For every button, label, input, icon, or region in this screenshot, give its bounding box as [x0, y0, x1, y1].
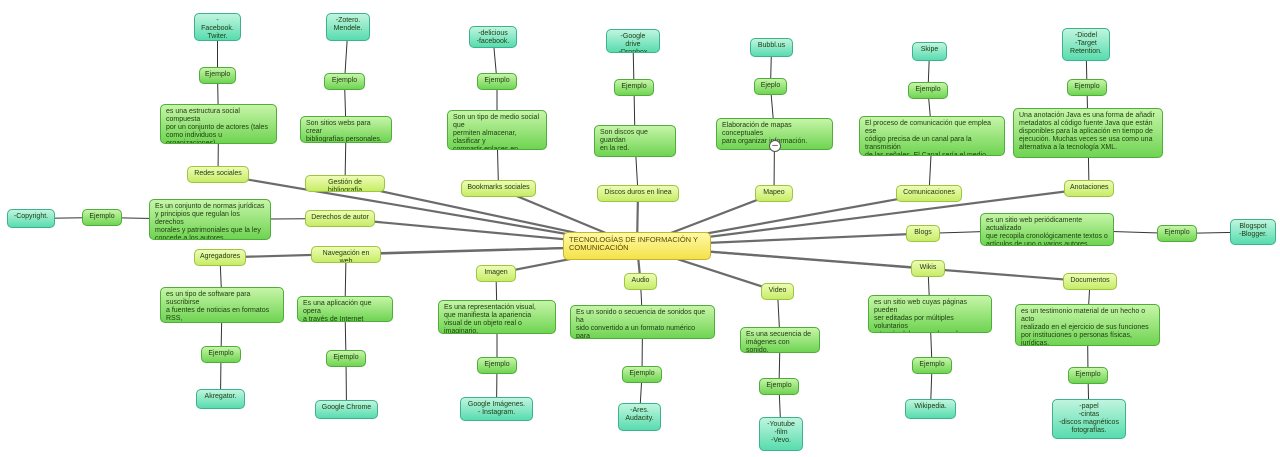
navegacion-ejemplo[interactable]: Ejemplo — [326, 350, 366, 367]
collapse-toggle-icon[interactable]: – — [769, 140, 781, 152]
imagen-ejemplo[interactable]: Ejemplo — [477, 357, 517, 374]
documentos-leaf[interactable]: -papel -cintas -discos magnéticos fotogr… — [1052, 399, 1126, 439]
anotaciones-leaf[interactable]: -Diodel -Target Retention. — [1062, 28, 1110, 61]
topic-video[interactable]: Video — [761, 283, 794, 300]
gestion-leaf[interactable]: -Zotero. Mendele. — [326, 13, 370, 41]
topic-agregadores[interactable]: Agregadores — [194, 249, 246, 266]
agregadores-leaf[interactable]: Akregator. — [196, 389, 245, 409]
navegacion-definition[interactable]: Es una aplicación que opera a través de … — [297, 296, 393, 322]
wikis-leaf[interactable]: Wikipedia. — [905, 399, 956, 419]
imagen-definition[interactable]: Es una representación visual, que manifi… — [438, 300, 556, 334]
audio-ejemplo[interactable]: Ejemplo — [622, 366, 662, 383]
topic-comunicaciones[interactable]: Comunicaciones — [896, 185, 962, 202]
comunicaciones-leaf[interactable]: Skipe — [912, 42, 947, 61]
video-definition[interactable]: Es una secuencia de imágenes con sonido. — [740, 327, 820, 353]
topic-discos-duros[interactable]: Discos duros en línea — [597, 185, 679, 202]
mapeo-leaf[interactable]: Bubbl.us — [750, 38, 793, 57]
discos-ejemplo[interactable]: Ejemplo — [614, 79, 654, 96]
topic-redes-sociales[interactable]: Redes sociales — [187, 166, 249, 183]
redes-sociales-leaf[interactable]: -Facebook. Twiter. — [194, 13, 241, 41]
link-central-documentos — [636, 244, 1091, 283]
topic-mapeo[interactable]: Mapeo — [755, 185, 793, 202]
bookmarks-leaf[interactable]: -delicious -facebook. — [469, 26, 517, 48]
discos-leaf[interactable]: -Google drive -Dropbox — [606, 29, 660, 53]
mapeo-definition[interactable]: Elaboración de mapas conceptuales para o… — [716, 118, 833, 150]
mapeo-ejemplo[interactable]: Ejeplo — [754, 78, 787, 95]
topic-imagen[interactable]: Imagen — [476, 265, 516, 282]
topic-navegacion-web[interactable]: Navegación en web — [311, 246, 381, 263]
redes-sociales-definition[interactable]: es una estructura social compuesta por u… — [160, 104, 277, 144]
derechos-leaf[interactable]: -Copyright. — [7, 209, 55, 228]
bookmarks-ejemplo[interactable]: Ejemplo — [477, 73, 517, 90]
agregadores-ejemplo[interactable]: Ejemplo — [201, 346, 241, 363]
gestion-definition[interactable]: Son sitios webs para crear bibliografías… — [300, 116, 392, 143]
navegacion-leaf[interactable]: Google Chrome — [315, 400, 378, 419]
anotaciones-definition[interactable]: Una anotación Java es una forma de añadi… — [1013, 108, 1163, 158]
topic-gestion-bibliografia[interactable]: Gestión de bibliografía — [305, 175, 385, 192]
anotaciones-ejemplo[interactable]: Ejemplo — [1067, 79, 1107, 96]
audio-definition[interactable]: Es un sonido o secuencia de sonidos que … — [570, 305, 715, 339]
topic-documentos[interactable]: Documentos — [1063, 273, 1117, 290]
link-central-anotaciones — [636, 187, 1090, 248]
blogs-ejemplo[interactable]: Ejemplo — [1157, 225, 1197, 242]
topic-anotaciones[interactable]: Anotaciones — [1064, 180, 1114, 197]
bookmarks-definition[interactable]: Son un tipo de medio social que permiten… — [447, 110, 547, 150]
comunicaciones-ejemplo[interactable]: Ejemplo — [908, 82, 948, 99]
derechos-ejemplo[interactable]: Ejemplo — [82, 209, 122, 226]
topic-derechos-autor[interactable]: Derechos de autor — [305, 210, 375, 227]
wikis-definition[interactable]: es un sitio web cuyas páginas pueden ser… — [868, 295, 992, 333]
video-ejemplo[interactable]: Ejemplo — [759, 378, 799, 395]
blogs-leaf[interactable]: Blogspot -Blogger. — [1230, 219, 1276, 245]
topic-bookmarks-sociales[interactable]: Bookmarks sociales — [461, 180, 536, 197]
documentos-ejemplo[interactable]: Ejemplo — [1068, 367, 1108, 384]
redes-sociales-ejemplo[interactable]: Ejemplo — [199, 67, 236, 84]
wikis-ejemplo[interactable]: Ejemplo — [912, 357, 952, 374]
central-topic[interactable]: TECNOLOGÍAS DE INFORMACIÓN Y COMUNICACIÓ… — [563, 232, 711, 260]
audio-leaf[interactable]: -Ares. Audacity. — [618, 403, 661, 431]
topic-blogs[interactable]: Blogs — [906, 225, 940, 242]
discos-definition[interactable]: Son discos que guardan en la red. — [594, 125, 676, 157]
documentos-definition[interactable]: es un testimonio material de un hecho o … — [1015, 304, 1160, 346]
comunicaciones-definition[interactable]: El proceso de comunicación que emplea es… — [859, 116, 1005, 156]
topic-audio[interactable]: Audio — [624, 273, 657, 290]
topic-wikis[interactable]: Wikis — [911, 260, 945, 277]
imagen-leaf[interactable]: Google Imágenes. - Instagram. — [460, 397, 533, 421]
gestion-ejemplo[interactable]: Ejemplo — [324, 73, 365, 90]
derechos-definition[interactable]: Es un conjunto de normas jurídicas y pri… — [149, 199, 271, 240]
video-leaf[interactable]: -Youtube -film -Vevo. — [759, 417, 803, 451]
blogs-definition[interactable]: es un sitio web periódicamente actualiza… — [980, 213, 1114, 246]
agregadores-definition[interactable]: es un tipo de software para suscribirse … — [160, 287, 284, 323]
